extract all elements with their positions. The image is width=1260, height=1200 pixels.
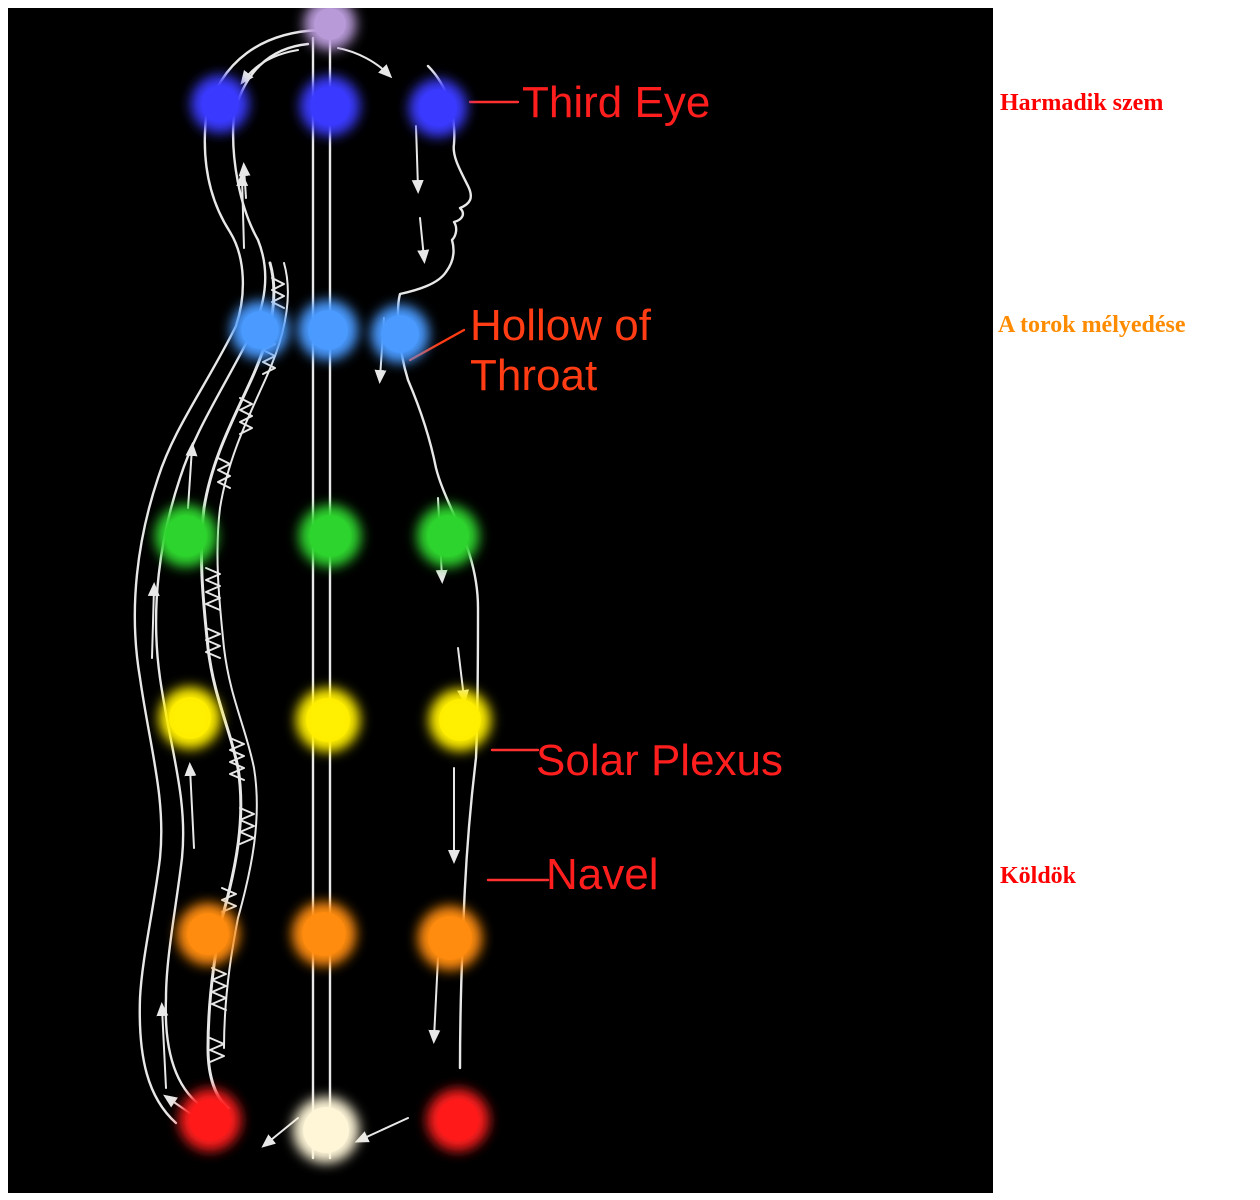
chakra-dot-root [427, 1089, 489, 1151]
chakra-dot-throat [371, 305, 429, 363]
chakra-dot-third-eye [300, 76, 360, 136]
spine [201, 263, 274, 1108]
chakra-dot-sacral [292, 902, 356, 966]
chakra-dot-solar-plexus [159, 687, 221, 749]
chakra-dot-solar-plexus [429, 689, 491, 751]
translation-hollow-of-throat: A torok mélyedése [998, 311, 1186, 339]
chakra-dot-heart [299, 505, 361, 567]
chakra-dot-solar-plexus [296, 688, 360, 752]
chakra-dots [155, 8, 491, 1163]
label-navel: Navel [546, 850, 659, 900]
chakra-dot-third-eye [409, 79, 467, 137]
label-solar-plexus: Solar Plexus [536, 736, 783, 786]
chakra-dot-base-white [293, 1097, 359, 1163]
chakra-dot-throat [298, 300, 358, 360]
chakra-dot-sacral [418, 906, 482, 970]
body-back [135, 30, 320, 1123]
translation-navel: Köldök [1000, 862, 1076, 890]
chakra-dot-throat [231, 301, 289, 359]
chakra-dot-heart [155, 505, 217, 567]
chakra-dot-third-eye [191, 75, 249, 133]
chakra-dot-heart [417, 505, 479, 567]
translation-third-eye: Harmadik szem [1000, 89, 1163, 117]
chakra-dot-sacral [177, 903, 239, 965]
body-outline-drawing [8, 8, 993, 1193]
label-third-eye: Third Eye [522, 78, 710, 128]
label-hollow-of-throat: Hollow of Throat [470, 301, 651, 401]
chakra-dot-root [179, 1089, 241, 1151]
